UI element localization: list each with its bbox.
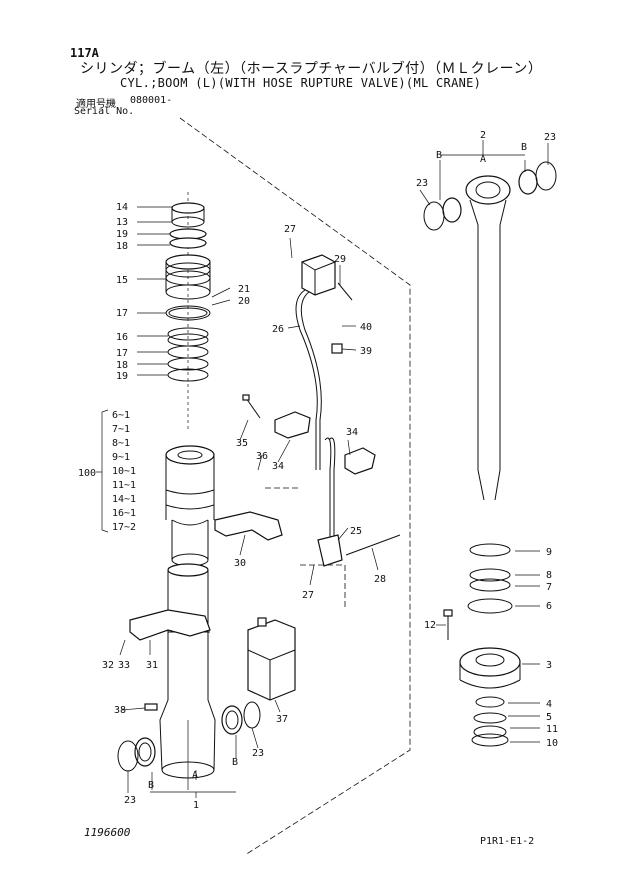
label-34-right: 34 <box>346 427 358 438</box>
bushing-b-rod-left <box>423 197 462 231</box>
rings-4-5-10-11 <box>471 696 509 747</box>
page-number: 117A <box>70 46 99 60</box>
label-16: 16 <box>116 332 128 343</box>
plug-39 <box>331 343 343 354</box>
label-34-left: 34 <box>272 461 284 472</box>
label-4: 4 <box>546 699 552 710</box>
label-27-lower: 27 <box>302 590 314 601</box>
label-29: 29 <box>334 254 346 265</box>
label-b-tube-left: B <box>148 780 154 791</box>
label-23-rod-left: 23 <box>416 178 428 189</box>
kit-item: 17~2 <box>112 522 136 533</box>
label-13: 13 <box>116 217 128 228</box>
label-17-lower: 17 <box>116 348 128 359</box>
band-31 <box>129 609 211 641</box>
kit-item: 8~1 <box>112 438 130 449</box>
pipe-25 <box>317 437 343 567</box>
piston-15 <box>165 254 211 300</box>
label-11: 11 <box>546 724 558 735</box>
label-37: 37 <box>276 714 288 725</box>
label-12: 12 <box>424 620 436 631</box>
kit-item: 6~1 <box>112 410 130 421</box>
cylinder-tube <box>159 563 216 779</box>
kit-item: 9~1 <box>112 452 130 463</box>
label-14: 14 <box>116 202 128 213</box>
label-20: 20 <box>238 296 250 307</box>
label-33: 33 <box>118 660 130 671</box>
label-21: 21 <box>238 284 250 295</box>
kit-item: 14~1 <box>112 494 136 505</box>
kit-item: 11~1 <box>112 480 136 491</box>
label-31: 31 <box>146 660 158 671</box>
label-2: 2 <box>480 130 486 141</box>
label-9: 9 <box>546 547 552 558</box>
kit-number: 100 <box>78 468 96 479</box>
clamp-34 <box>274 411 376 475</box>
label-23-bottom-right: 23 <box>252 748 264 759</box>
label-15: 15 <box>116 275 128 286</box>
label-a-rod: A <box>480 154 486 165</box>
label-27-upper: 27 <box>284 224 296 235</box>
kit-bracket <box>96 409 109 533</box>
label-7: 7 <box>546 582 552 593</box>
label-18-upper: 18 <box>116 241 128 252</box>
label-18-lower: 18 <box>116 360 128 371</box>
block-27-29 <box>301 254 353 301</box>
label-a-tube: A <box>192 770 198 781</box>
grease-fitting-38 <box>144 703 158 711</box>
leader-lines <box>119 140 549 798</box>
piston-3 <box>459 647 521 689</box>
label-38: 38 <box>114 705 126 716</box>
label-30: 30 <box>234 558 246 569</box>
label-19-lower: 19 <box>116 371 128 382</box>
hose-rupture-valve-37 <box>247 617 296 701</box>
label-32: 32 <box>102 660 114 671</box>
label-28: 28 <box>374 574 386 585</box>
bushing-b-rod-right <box>518 161 557 195</box>
label-36: 36 <box>256 451 268 462</box>
label-19-upper: 19 <box>116 229 128 240</box>
label-3: 3 <box>546 660 552 671</box>
drawing-number: 1196600 <box>84 826 131 839</box>
label-17-upper: 17 <box>116 308 128 319</box>
bushing-b-right <box>221 701 261 735</box>
label-23-bottom-left: 23 <box>124 795 136 806</box>
ring-17-18-19-lower <box>167 345 209 382</box>
ring-19-18-upper <box>169 228 207 249</box>
bolt-12 <box>443 609 453 640</box>
kit-item: 7~1 <box>112 424 130 435</box>
piston-rod-2 <box>465 175 511 501</box>
label-26: 26 <box>272 324 284 335</box>
label-b-rod-left: B <box>436 150 442 161</box>
label-b-tube-right: B <box>232 757 238 768</box>
serial-label-japanese: 適用号機 <box>76 99 116 110</box>
label-5: 5 <box>546 712 552 723</box>
title-japanese: シリンダ；ブーム（左）（ホースラプチャーバルブ付）（ＭＬクレーン） <box>80 61 543 77</box>
kit-item: 10~1 <box>112 466 136 477</box>
bushing-b-left <box>117 737 156 772</box>
label-6: 6 <box>546 601 552 612</box>
label-1: 1 <box>193 800 199 811</box>
label-39: 39 <box>360 346 372 357</box>
label-23-rod-right: 23 <box>544 132 556 143</box>
label-40: 40 <box>360 322 372 333</box>
page-code: P1R1-E1-2 <box>480 836 535 847</box>
rings-6-9 <box>467 543 513 614</box>
band-30 <box>214 511 283 541</box>
label-b-rod-right: B <box>521 142 527 153</box>
pipe-26 <box>295 289 322 470</box>
serial-label-english: Serial No. <box>74 106 135 117</box>
bolt-28 <box>345 534 401 556</box>
label-8: 8 <box>546 570 552 581</box>
serial-value: 080001- <box>130 95 173 106</box>
label-35: 35 <box>236 438 248 449</box>
label-10: 10 <box>546 738 558 749</box>
title-english: CYL.;BOOM (L)(WITH HOSE RUPTURE VALVE)(M… <box>120 76 482 90</box>
label-25: 25 <box>350 526 362 537</box>
cylinder-head <box>165 445 215 567</box>
kit-item: 16~1 <box>112 508 136 519</box>
bolt-35 <box>242 394 261 419</box>
